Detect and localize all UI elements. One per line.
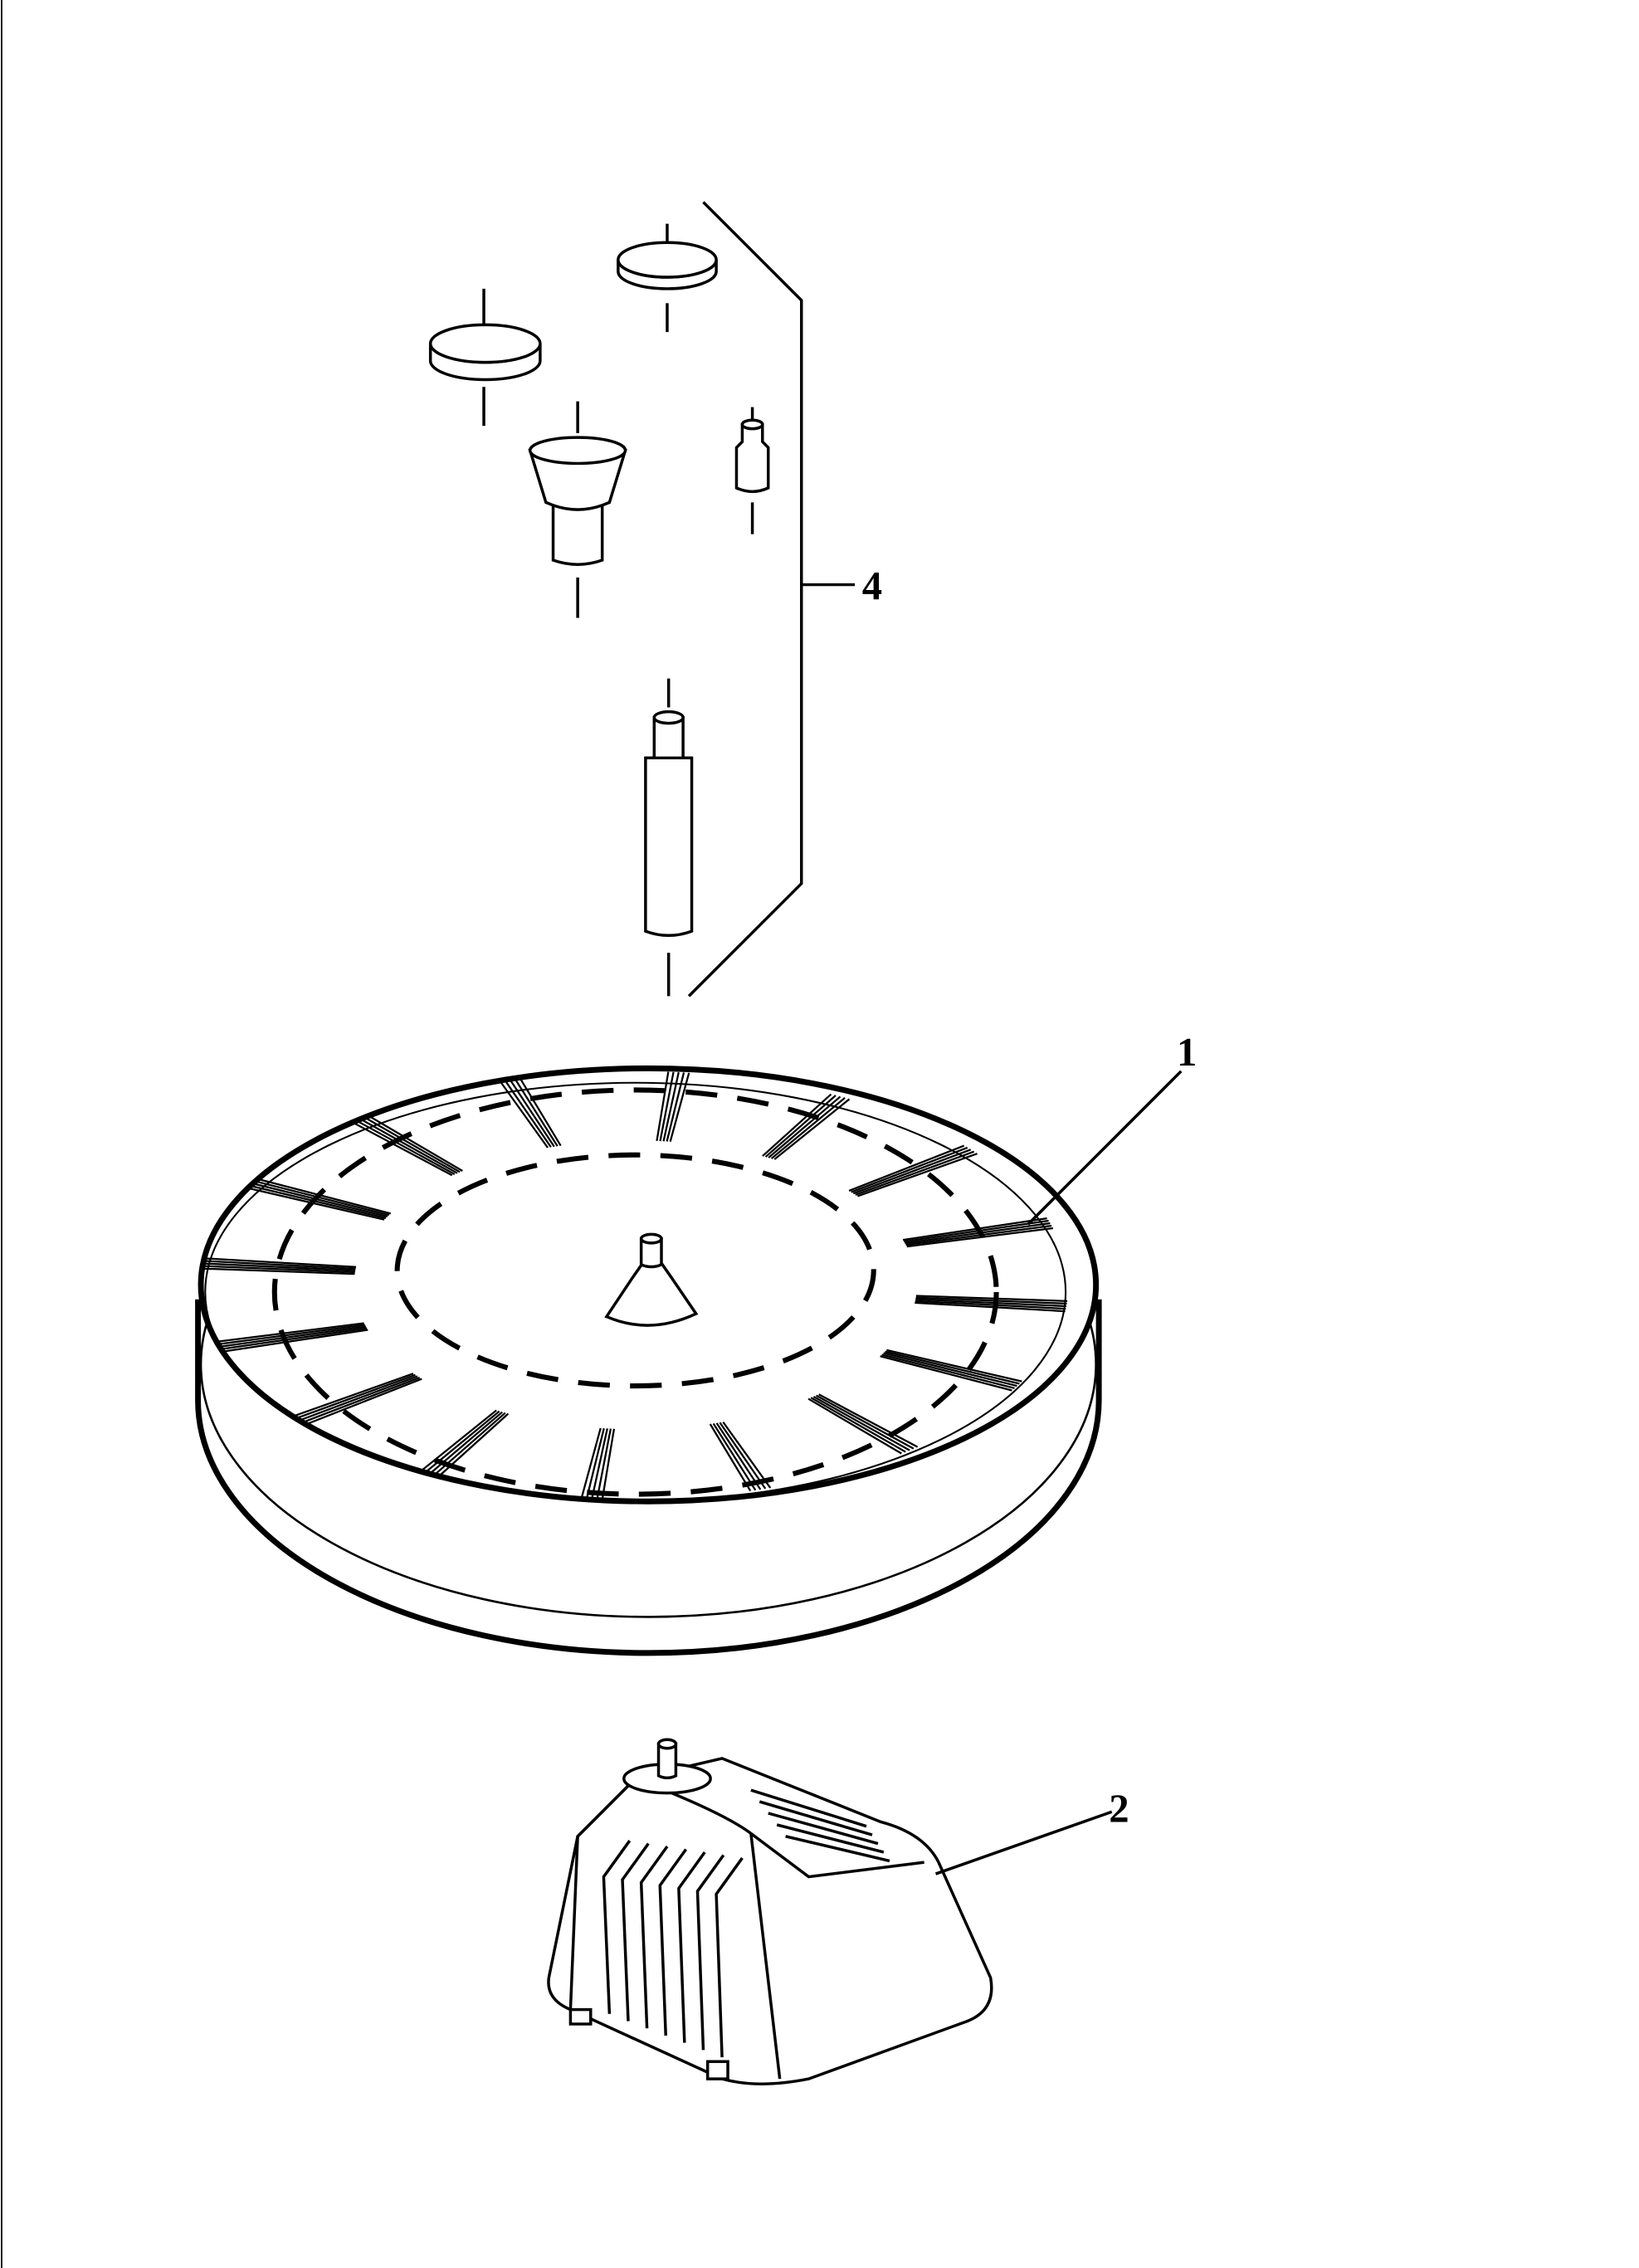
- top-vent-slot: [776, 1823, 885, 1854]
- sample-slot: [248, 1178, 392, 1221]
- vent-slot: [621, 1842, 650, 2022]
- leader-line-2: [934, 1810, 1113, 1875]
- vent-slots: [602, 1788, 890, 2058]
- sample-slot: [656, 1071, 690, 1142]
- vent-slot: [715, 1856, 744, 2058]
- label-2: 2: [1109, 1786, 1129, 1831]
- vent-slot: [695, 1854, 725, 2051]
- sample-slot: [848, 1144, 978, 1197]
- label-4: 4: [862, 563, 882, 608]
- sample-slot: [915, 1295, 1068, 1313]
- sample-slot: [581, 1427, 616, 1499]
- top-vent-slot: [768, 1812, 879, 1846]
- accessory-set: 4: [428, 201, 882, 997]
- sample-slot: [807, 1393, 919, 1455]
- top-vent-slot: [750, 1788, 867, 1828]
- funnel-adapter: [528, 401, 627, 618]
- sample-slot: [902, 1217, 1054, 1248]
- vent-slot: [677, 1851, 706, 2043]
- label-1: 1: [1177, 1030, 1197, 1075]
- sample-slot: [709, 1421, 772, 1492]
- small-adapter: [734, 407, 770, 534]
- vent-slot: [658, 1848, 687, 2036]
- sample-slot: [880, 1349, 1022, 1392]
- sample-slot: [217, 1322, 368, 1353]
- top-vent-slot: [785, 1835, 890, 1863]
- turntable: 1: [195, 1030, 1197, 1656]
- disc-cap-left: [428, 288, 542, 427]
- disc-cap-right: [617, 223, 718, 333]
- spindle-rod: [644, 678, 694, 997]
- sample-slot: [293, 1373, 422, 1426]
- foot: [568, 2007, 593, 2026]
- center-hub: [604, 1232, 699, 1327]
- vent-slot: [639, 1846, 669, 2029]
- inner-dashed-ring: [394, 1152, 876, 1389]
- bracket-4: [687, 201, 803, 997]
- top-vent-slot: [759, 1800, 873, 1836]
- sample-slot: [762, 1093, 851, 1160]
- sample-slots: [203, 1071, 1068, 1499]
- base-housing: 2: [547, 1738, 1129, 2085]
- drive-spindle: [622, 1738, 712, 1795]
- vent-slot: [602, 1840, 632, 2014]
- sample-slot: [203, 1257, 357, 1275]
- leader-line-1: [1027, 1070, 1183, 1226]
- sample-slot: [500, 1078, 562, 1149]
- sample-slot: [353, 1115, 463, 1177]
- foot: [705, 2060, 729, 2080]
- outer-dashed-ring: [271, 1087, 999, 1497]
